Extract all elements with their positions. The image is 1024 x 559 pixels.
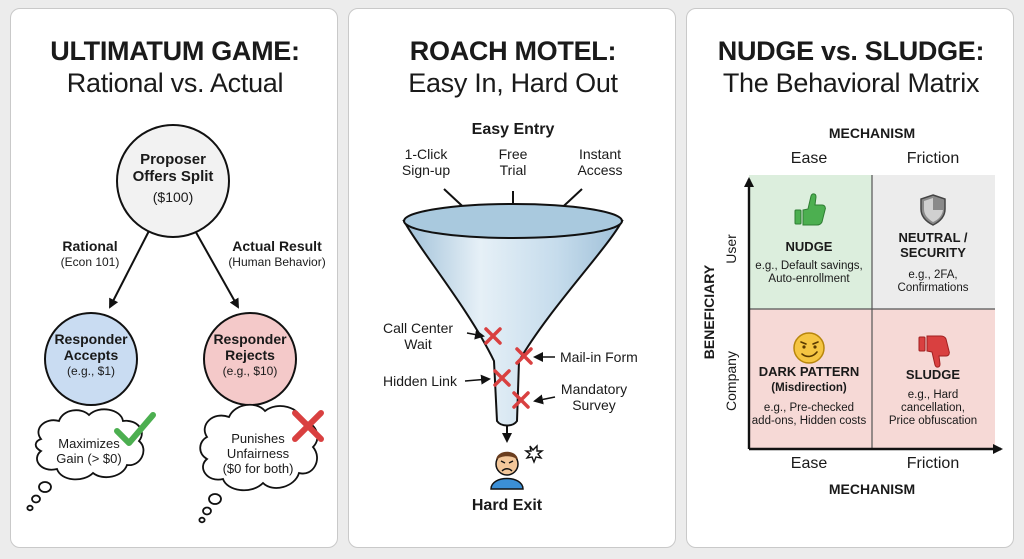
sludge-title: SLUDGE <box>905 367 961 382</box>
easy-entry-label: Easy Entry <box>471 121 555 138</box>
ultimatum-diagram <box>26 124 324 524</box>
arrow-survey <box>533 394 556 405</box>
mechanism-top-label: MECHANISM <box>828 125 916 141</box>
nudge-title: NUDGE <box>785 239 833 254</box>
anger-burst-icon <box>523 444 545 464</box>
hidden-link-label: Hidden Link <box>383 373 457 389</box>
roach-title: ROACH MOTEL: <box>409 36 617 66</box>
ultimatum-subtitle: Rational vs. Actual <box>66 68 284 98</box>
roach-motel-diagram <box>402 188 624 490</box>
check-icon <box>114 412 156 446</box>
rational-label: Rational <box>62 238 118 254</box>
entry-label-1: 1-Click Sign-up <box>401 146 451 179</box>
accepts-node <box>44 312 138 406</box>
thought-right-text: Punishes Unfairness ($0 for both) <box>222 431 294 476</box>
funnel-rim <box>403 203 623 239</box>
accepts-example: (e.g., $1) <box>66 364 116 378</box>
friction-top-label: Friction <box>906 150 960 167</box>
user-label: User <box>723 234 739 264</box>
dark-pattern-title: DARK PATTERN <box>758 364 860 379</box>
call-center-label: Call Center Wait <box>382 320 454 353</box>
frustrated-person-icon <box>490 451 524 490</box>
cross-icon-mail-in <box>515 347 533 365</box>
arrow-to-rejects <box>192 226 239 309</box>
entry-label-3: Instant Access <box>577 146 623 179</box>
funnel <box>402 220 624 427</box>
company-label: Company <box>723 351 739 411</box>
behavioral-matrix <box>744 175 1003 454</box>
arrow-call-center <box>466 329 485 340</box>
dark-pattern-examples: e.g., Pre-checked add-ons, Hidden costs <box>751 402 867 428</box>
nudge-sludge-panel: NUDGE vs. SLUDGE: The Behavioral Matrix … <box>686 8 1014 548</box>
proposer-label: Proposer Offers Split <box>132 151 214 186</box>
arrow-to-accepts <box>109 226 152 309</box>
mechanism-bottom-label: MECHANISM <box>828 481 916 497</box>
rejects-label: Responder Rejects <box>213 331 287 364</box>
ease-top-label: Ease <box>790 150 828 167</box>
neutral-examples: e.g., 2FA, Confirmations <box>897 269 969 295</box>
shield-icon <box>920 194 946 226</box>
cross-icon-hidden-link <box>493 369 511 387</box>
beneficiary-label: BENEFICIARY <box>701 264 717 360</box>
neutral-title: NEUTRAL / SECURITY <box>898 230 968 260</box>
friction-bottom-label: Friction <box>906 455 960 472</box>
cross-icon <box>292 410 324 442</box>
rational-sub: (Econ 101) <box>60 255 120 269</box>
matrix-title: NUDGE vs. SLUDGE: <box>717 36 985 66</box>
thumbs-down-icon <box>918 335 950 368</box>
roach-subtitle: Easy In, Hard Out <box>408 68 618 98</box>
ultimatum-title: ULTIMATUM GAME: <box>50 36 300 66</box>
thought-left-text: Maximizes Gain (> $0) <box>56 436 122 466</box>
proposer-amount: ($100) <box>152 189 194 205</box>
accepts-label: Responder Accepts <box>54 331 128 364</box>
quadrant-sludge <box>872 309 995 449</box>
thought-cloud-right <box>198 403 319 524</box>
ease-bottom-label: Ease <box>790 455 828 472</box>
arrow-hidden-link <box>464 374 491 385</box>
actual-label: Actual Result <box>232 238 322 254</box>
proposer-node <box>116 124 230 238</box>
thumbs-up-icon <box>794 193 826 226</box>
cross-icon-survey <box>512 391 530 409</box>
rejects-example: (e.g., $10) <box>222 364 278 378</box>
thought-cloud-left <box>26 408 145 512</box>
hard-exit-label: Hard Exit <box>471 497 543 514</box>
survey-label: Mandatory Survey <box>560 381 628 414</box>
nudge-examples: e.g., Default savings, Auto-enrollment <box>755 260 863 286</box>
dark-pattern-sub: (Misdirection) <box>771 382 847 394</box>
actual-sub: (Human Behavior) <box>228 255 326 269</box>
ultimatum-game-panel: ULTIMATUM GAME: Rational vs. Actual Prop… <box>10 8 338 548</box>
mail-in-label: Mail-in Form <box>560 349 638 365</box>
cross-icon-call-center <box>484 327 502 345</box>
sludge-examples: e.g., Hard cancellation, Price obfuscati… <box>888 389 978 428</box>
entry-label-2: Free Trial <box>498 146 528 179</box>
roach-motel-panel: ROACH MOTEL: Easy In, Hard Out Easy Entr… <box>348 8 676 548</box>
matrix-subtitle: The Behavioral Matrix <box>722 68 980 98</box>
smirk-face-icon <box>793 332 825 364</box>
